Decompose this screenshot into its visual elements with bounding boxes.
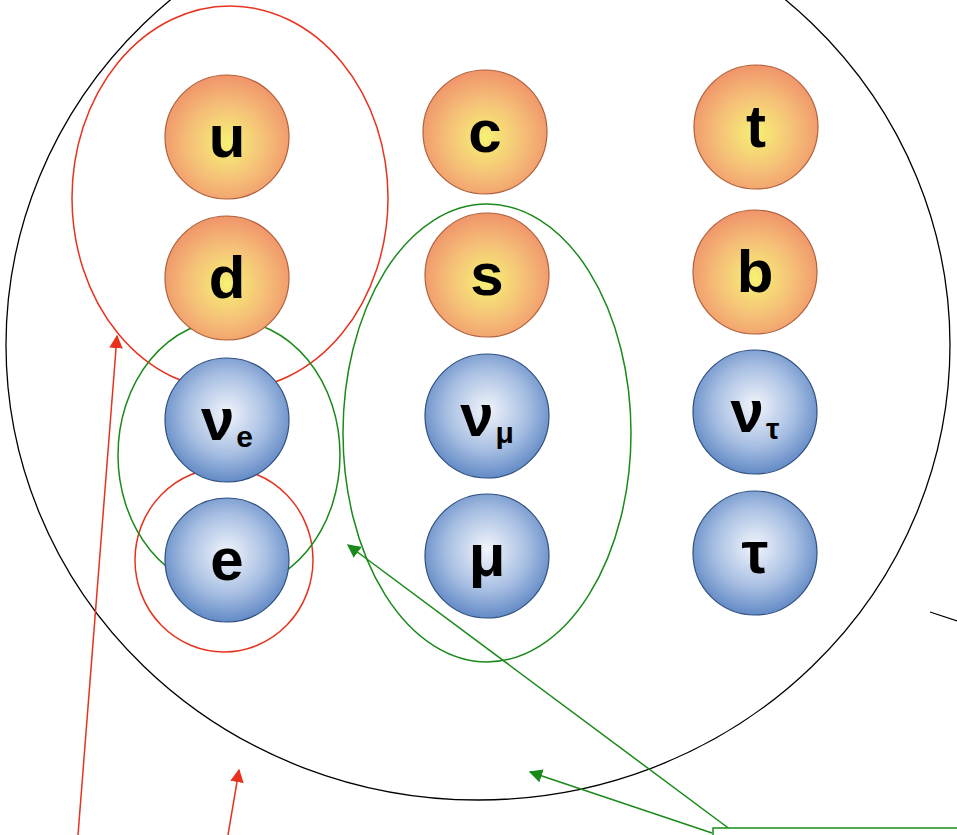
quark-circle: u (164, 74, 290, 200)
pointer-arrow (78, 336, 117, 835)
pointer-arrow (228, 770, 239, 835)
particle-symbol: e (164, 497, 290, 623)
particle-letter: d (209, 248, 246, 308)
lepton-circle: μ (424, 493, 550, 619)
particle-letter: c (468, 102, 501, 162)
group-ellipse (72, 6, 388, 390)
particle-symbol: νe (164, 357, 290, 483)
lepton-circle: νe (164, 357, 290, 483)
note-box (713, 828, 957, 835)
quark-circle: d (164, 215, 290, 341)
lepton-circle: e (164, 497, 290, 623)
particle-letter: s (470, 245, 503, 305)
particle-letter: ν (201, 390, 234, 450)
lepton-circle: ντ (692, 349, 818, 475)
leader-line (930, 612, 957, 621)
quark-circle: t (693, 64, 819, 190)
particle-symbol: s (424, 212, 550, 338)
particle-symbol: ντ (692, 349, 818, 475)
lepton-circle: νμ (424, 353, 550, 479)
enclosing-circle (6, 0, 950, 800)
particle-symbol: u (164, 74, 290, 200)
lepton-circle: τ (692, 490, 818, 616)
quark-circle: b (692, 209, 818, 335)
group-ellipse (343, 204, 631, 662)
particle-letter: ν (460, 386, 493, 446)
particle-symbol: νμ (424, 353, 550, 479)
pointer-arrow (530, 772, 712, 833)
particle-symbol: c (422, 69, 548, 195)
particle-symbol: t (693, 64, 819, 190)
particle-symbol: b (692, 209, 818, 335)
particle-symbol: d (164, 215, 290, 341)
group-ellipse (135, 468, 313, 652)
particle-subscript: μ (496, 418, 514, 448)
particle-subscript: e (236, 422, 253, 452)
particle-letter: e (210, 530, 243, 590)
particle-letter: μ (469, 526, 506, 586)
pointer-arrow (348, 545, 735, 833)
particle-letter: b (737, 242, 774, 302)
particle-letter: τ (742, 523, 769, 583)
particle-letter: u (209, 107, 246, 167)
particle-subscript: τ (766, 414, 779, 444)
particle-letter: t (746, 97, 766, 157)
particle-symbol: μ (424, 493, 550, 619)
particle-symbol: τ (692, 490, 818, 616)
group-ellipse (118, 320, 340, 590)
particle-letter: ν (731, 382, 764, 442)
quark-circle: s (424, 212, 550, 338)
quark-circle: c (422, 69, 548, 195)
